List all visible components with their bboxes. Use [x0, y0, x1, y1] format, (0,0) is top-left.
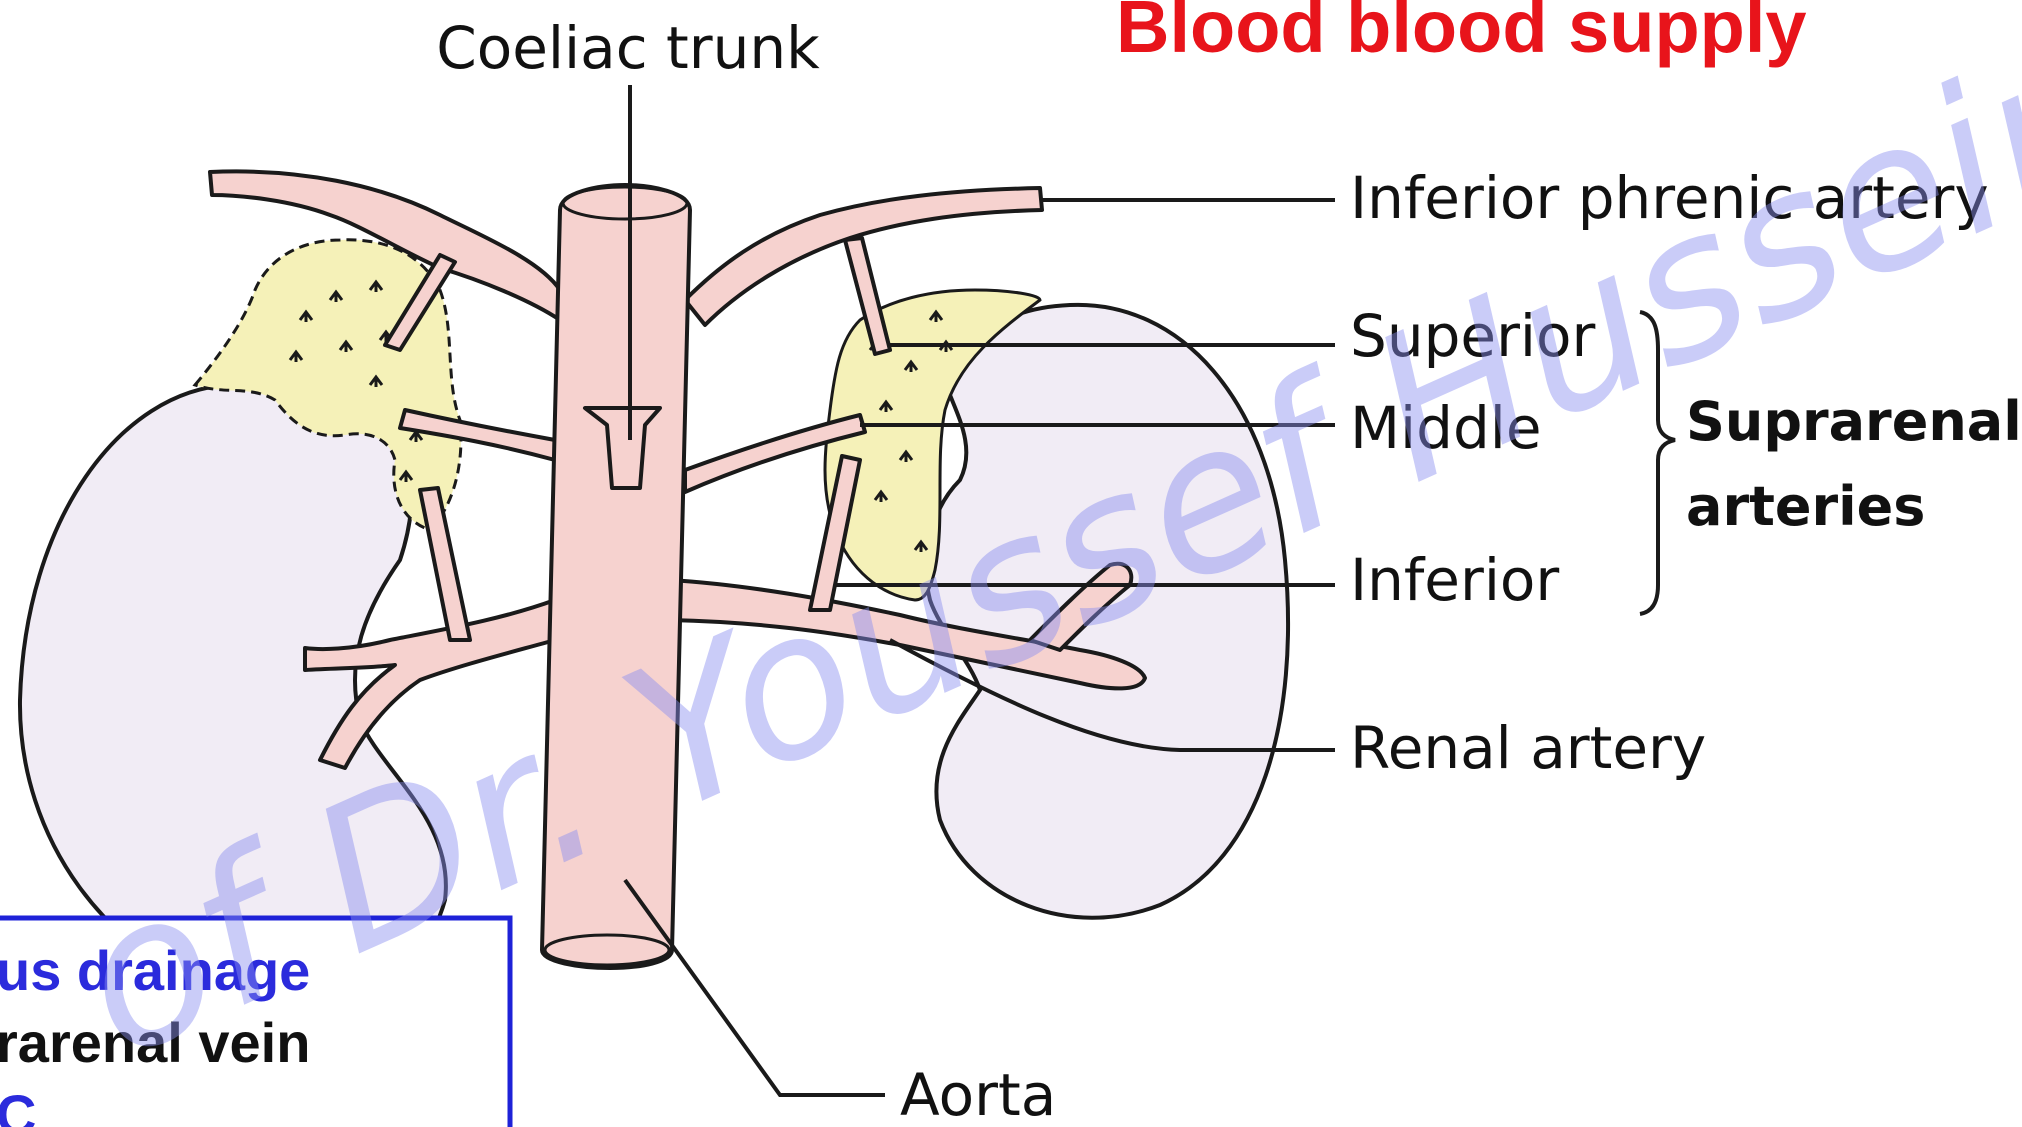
- label-arteries: arteries: [1686, 475, 1925, 538]
- label-inferior: Inferior: [1350, 546, 1559, 614]
- label-coeliac-trunk: Coeliac trunk: [436, 14, 820, 82]
- label-aorta: Aorta: [900, 1061, 1056, 1127]
- note-line-ivc: C: [0, 1083, 36, 1127]
- label-renal-artery: Renal artery: [1350, 714, 1706, 782]
- label-suprarenal: Suprarenal: [1686, 390, 2022, 453]
- page-title: Blood blood supply: [1116, 0, 1807, 68]
